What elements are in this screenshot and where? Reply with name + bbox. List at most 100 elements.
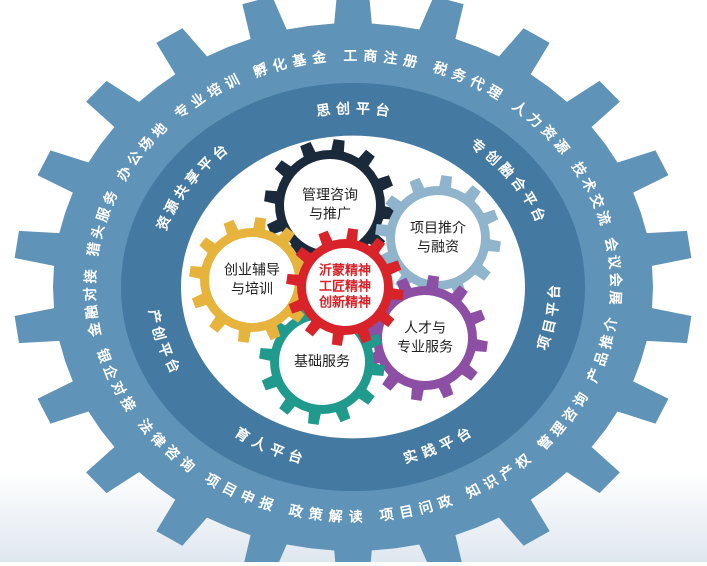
svg-text:代: 代 (466, 72, 487, 94)
gear-mgmt-label: 管理咨询 (302, 188, 358, 204)
gear-mgmt-label: 与推广 (309, 207, 351, 223)
outer-ring-item: 项目问政 (379, 492, 456, 525)
gear-startup-label: 创业辅导 (224, 263, 280, 279)
svg-text:金: 金 (85, 320, 105, 339)
svg-text:推: 推 (597, 333, 617, 351)
inner-gears: 管理咨询与推广项目推介与融资人才与专业服务基础服务创业辅导与培训沂蒙精神工匠精神… (189, 139, 501, 425)
center-gear-label: 创新精神 (318, 295, 371, 311)
svg-text:政: 政 (287, 502, 305, 522)
svg-text:头: 头 (88, 223, 108, 241)
svg-text:申: 申 (238, 487, 258, 508)
svg-text:平: 平 (437, 434, 457, 455)
svg-text:台: 台 (546, 285, 563, 299)
svg-text:目: 目 (541, 318, 560, 335)
svg-text:展: 展 (606, 290, 623, 305)
gear-project-label: 项目推介 (410, 221, 466, 237)
svg-text:台: 台 (162, 356, 183, 376)
svg-text:知: 知 (463, 480, 483, 502)
outer-ring-item: 工商注册 (343, 47, 419, 71)
gear-project-label: 与融资 (417, 240, 459, 256)
svg-text:对: 对 (82, 287, 99, 302)
svg-text:资: 资 (153, 214, 174, 233)
gear-startup-face (209, 237, 295, 323)
gear-basic-label: 基础服务 (294, 353, 350, 370)
svg-text:交: 交 (586, 192, 607, 211)
svg-text:创: 创 (335, 100, 351, 118)
svg-text:项: 项 (379, 507, 395, 525)
middle-ring-item: 思创平台 (315, 100, 390, 120)
svg-text:源: 源 (161, 197, 182, 217)
gear-talent-face (382, 295, 468, 381)
svg-text:实: 实 (401, 447, 419, 467)
svg-text:项: 项 (535, 334, 555, 352)
svg-text:产: 产 (145, 308, 164, 325)
gear-talent-label: 人才与 (404, 321, 446, 337)
svg-text:会: 会 (607, 273, 624, 289)
svg-text:产: 产 (584, 366, 605, 385)
gear-basic-face (279, 319, 365, 405)
svg-text:读: 读 (349, 508, 363, 525)
center-gear-label: 沂蒙精神 (319, 263, 371, 279)
svg-text:平: 平 (356, 101, 371, 118)
svg-text:猎: 猎 (84, 241, 103, 258)
svg-text:金: 金 (310, 48, 328, 67)
svg-text:术: 术 (578, 175, 599, 195)
svg-text:商: 商 (363, 47, 378, 65)
center-gear-face (306, 248, 384, 326)
svg-text:台: 台 (286, 447, 304, 467)
svg-text:问: 问 (417, 498, 435, 518)
svg-text:税: 税 (431, 59, 450, 80)
svg-text:平: 平 (545, 301, 563, 317)
outer-ring-item: 政策解读 (287, 502, 363, 526)
svg-text:平: 平 (518, 189, 539, 209)
gear-mgmt-face (284, 159, 376, 251)
gear-talent-label: 专业服务 (397, 340, 453, 356)
svg-text:工: 工 (343, 48, 357, 64)
svg-text:基: 基 (291, 51, 309, 71)
svg-text:平: 平 (154, 341, 174, 360)
svg-text:册: 册 (402, 53, 419, 72)
gear-startup-label: 与培训 (231, 282, 273, 298)
svg-text:化: 化 (271, 55, 289, 75)
svg-text:台: 台 (374, 101, 390, 120)
gear-project-face (395, 195, 481, 281)
svg-text:融: 融 (83, 304, 101, 320)
svg-text:创: 创 (148, 324, 168, 343)
svg-text:报: 报 (257, 495, 276, 515)
svg-text:践: 践 (419, 441, 438, 462)
svg-text:台: 台 (527, 205, 548, 225)
svg-text:议: 议 (605, 254, 623, 271)
outer-ring-item: 孵化基金 (251, 48, 328, 81)
svg-text:平: 平 (267, 442, 286, 462)
svg-text:训: 训 (223, 72, 243, 93)
svg-text:策: 策 (307, 505, 325, 524)
svg-text:接: 接 (82, 269, 100, 284)
svg-text:孵: 孵 (251, 60, 270, 81)
svg-text:流: 流 (593, 209, 613, 227)
svg-text:介: 介 (601, 315, 620, 334)
svg-text:服: 服 (94, 205, 114, 224)
svg-text:银: 银 (93, 347, 114, 366)
svg-text:目: 目 (219, 480, 239, 501)
center-gear-label: 工匠精神 (319, 279, 371, 295)
svg-text:注: 注 (382, 49, 398, 68)
svg-text:会: 会 (601, 236, 620, 254)
svg-text:对: 对 (108, 379, 129, 399)
svg-text:目: 目 (398, 503, 415, 522)
svg-text:企: 企 (99, 362, 121, 383)
svg-text:思: 思 (315, 102, 331, 120)
